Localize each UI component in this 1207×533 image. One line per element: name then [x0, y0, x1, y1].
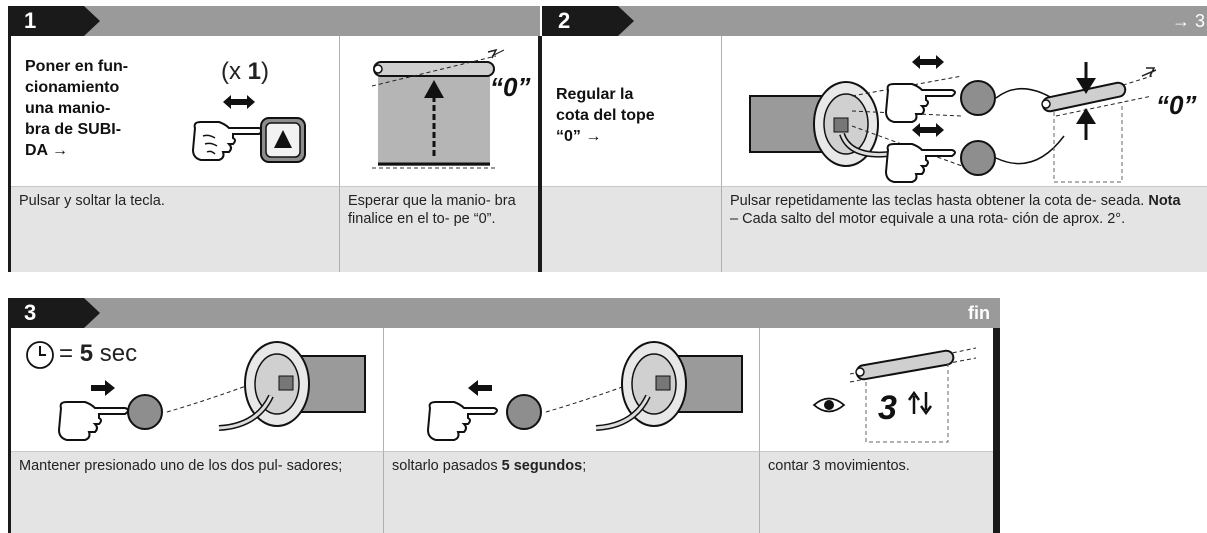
caption-text: Pulsar repetidamente las teclas hasta ob… [730, 193, 1149, 209]
step-2-title: Regular la cota del tope “0” → [556, 84, 655, 147]
step-3-observe-cell: 3 [760, 328, 993, 451]
step-3-caption-2: soltarlo pasados 5 segundos; [384, 451, 760, 533]
hand-press-icon [884, 83, 956, 123]
step-1-instruction-cell: Poner en fun- cionamiento una manio- bra… [11, 36, 340, 186]
step-2-caption-empty [542, 186, 722, 272]
hand-press-icon [426, 401, 498, 441]
step-3-release-cell [384, 328, 760, 451]
roller-blind-icon [1041, 62, 1157, 183]
roller-blind-icon [371, 48, 505, 169]
step-1-number: 1 [24, 8, 37, 33]
right-arrow-icon [91, 380, 115, 396]
title-line: cota del tope [556, 107, 655, 124]
round-button-icon [960, 140, 996, 176]
step-3-panel: 3 fin = 5 sec [8, 298, 1000, 533]
title-line: Poner en fun- [25, 58, 129, 75]
step-2-header: 2 → 3 [542, 6, 1207, 36]
caption-text: – Cada salto del motor equivale a una ro… [730, 211, 1126, 227]
title-line: “0” → [556, 128, 602, 145]
round-button-icon [960, 80, 996, 116]
press-count-value: 1 [247, 58, 262, 85]
title-line: una manio- [25, 100, 111, 117]
double-arrow-icon [912, 123, 944, 137]
step-2-tab [542, 6, 634, 36]
left-arrow-icon [468, 380, 492, 396]
tubular-motor-icon [218, 341, 366, 431]
panel-divider [538, 36, 542, 272]
step-1-header: 1 [8, 6, 540, 36]
hand-press-icon [191, 121, 263, 161]
step-2-diagram-cell: “0” [722, 36, 1207, 186]
press-count-suffix: ) [261, 58, 270, 85]
tubular-motor-icon [595, 341, 743, 431]
step-3-caption-1: Mantener presionado uno de los dos pul- … [11, 451, 384, 533]
step-2-instruction-cell: Regular la cota del tope “0” → [542, 36, 722, 186]
step-1-panel: 1 Poner en fun- cionamiento una manio- b… [8, 6, 540, 272]
right-edge [993, 328, 1000, 533]
timer-value: 5 [79, 340, 94, 367]
caption-text: soltarlo pasados [392, 458, 502, 474]
step-2-caption: Pulsar repetidamente las teclas hasta ob… [722, 186, 1207, 272]
round-button-icon [506, 394, 542, 430]
caption-bold: 5 segundos [501, 458, 583, 474]
title-line: cionamiento [25, 79, 120, 96]
step-3-header: 3 fin [8, 298, 1000, 328]
hand-press-icon [57, 401, 129, 441]
step-1-title: Poner en fun- cionamiento una manio- bra… [25, 56, 128, 161]
timer-eq: = [59, 340, 80, 367]
left-edge [8, 36, 11, 272]
timer-label: = 5 sec [59, 340, 137, 368]
next-step-label: → 3 [1171, 11, 1205, 31]
step-2-number: 2 [558, 8, 571, 33]
clock-icon [26, 341, 54, 369]
eye-icon [812, 397, 846, 413]
step-2-panel: 2 → 3 Regular la cota del tope “0” → [542, 6, 1207, 272]
double-arrow-icon [912, 55, 944, 69]
step-1-caption-left: Pulsar y soltar la tecla. [11, 186, 340, 272]
end-label: fin [968, 303, 990, 323]
counter-label: 3 [878, 389, 897, 427]
note-label: Nota [1148, 193, 1181, 209]
timer-unit: sec [93, 340, 138, 367]
step-1-caption-right: Esperar que la manio- bra finalice en el… [340, 186, 540, 272]
round-button-icon [127, 394, 163, 430]
title-line: DA → [25, 142, 68, 159]
press-count: (x 1) [221, 58, 269, 86]
up-down-arrows-icon [907, 390, 933, 416]
double-arrow-icon [223, 95, 255, 109]
left-edge [8, 328, 11, 533]
step-1-tab [8, 6, 100, 36]
roller-blind-icon [849, 347, 977, 443]
step-3-timer-cell: = 5 sec [11, 328, 384, 451]
press-count-prefix: (x [221, 58, 248, 85]
caption-text: ; [582, 458, 587, 474]
zero-label: “0” [490, 72, 531, 102]
step-1-blind-cell: “0” [340, 36, 540, 186]
title-line: bra de SUBI- [25, 121, 122, 138]
step-3-tab [8, 298, 100, 328]
hand-press-icon [884, 143, 956, 183]
zero-label: “0” [1156, 90, 1197, 120]
step-3-caption-3: contar 3 movimientos. [760, 451, 993, 533]
up-arrow-button-icon [260, 117, 306, 163]
title-line: Regular la [556, 86, 634, 103]
tubular-motor-icon [749, 81, 891, 167]
step-3-number: 3 [24, 300, 37, 325]
